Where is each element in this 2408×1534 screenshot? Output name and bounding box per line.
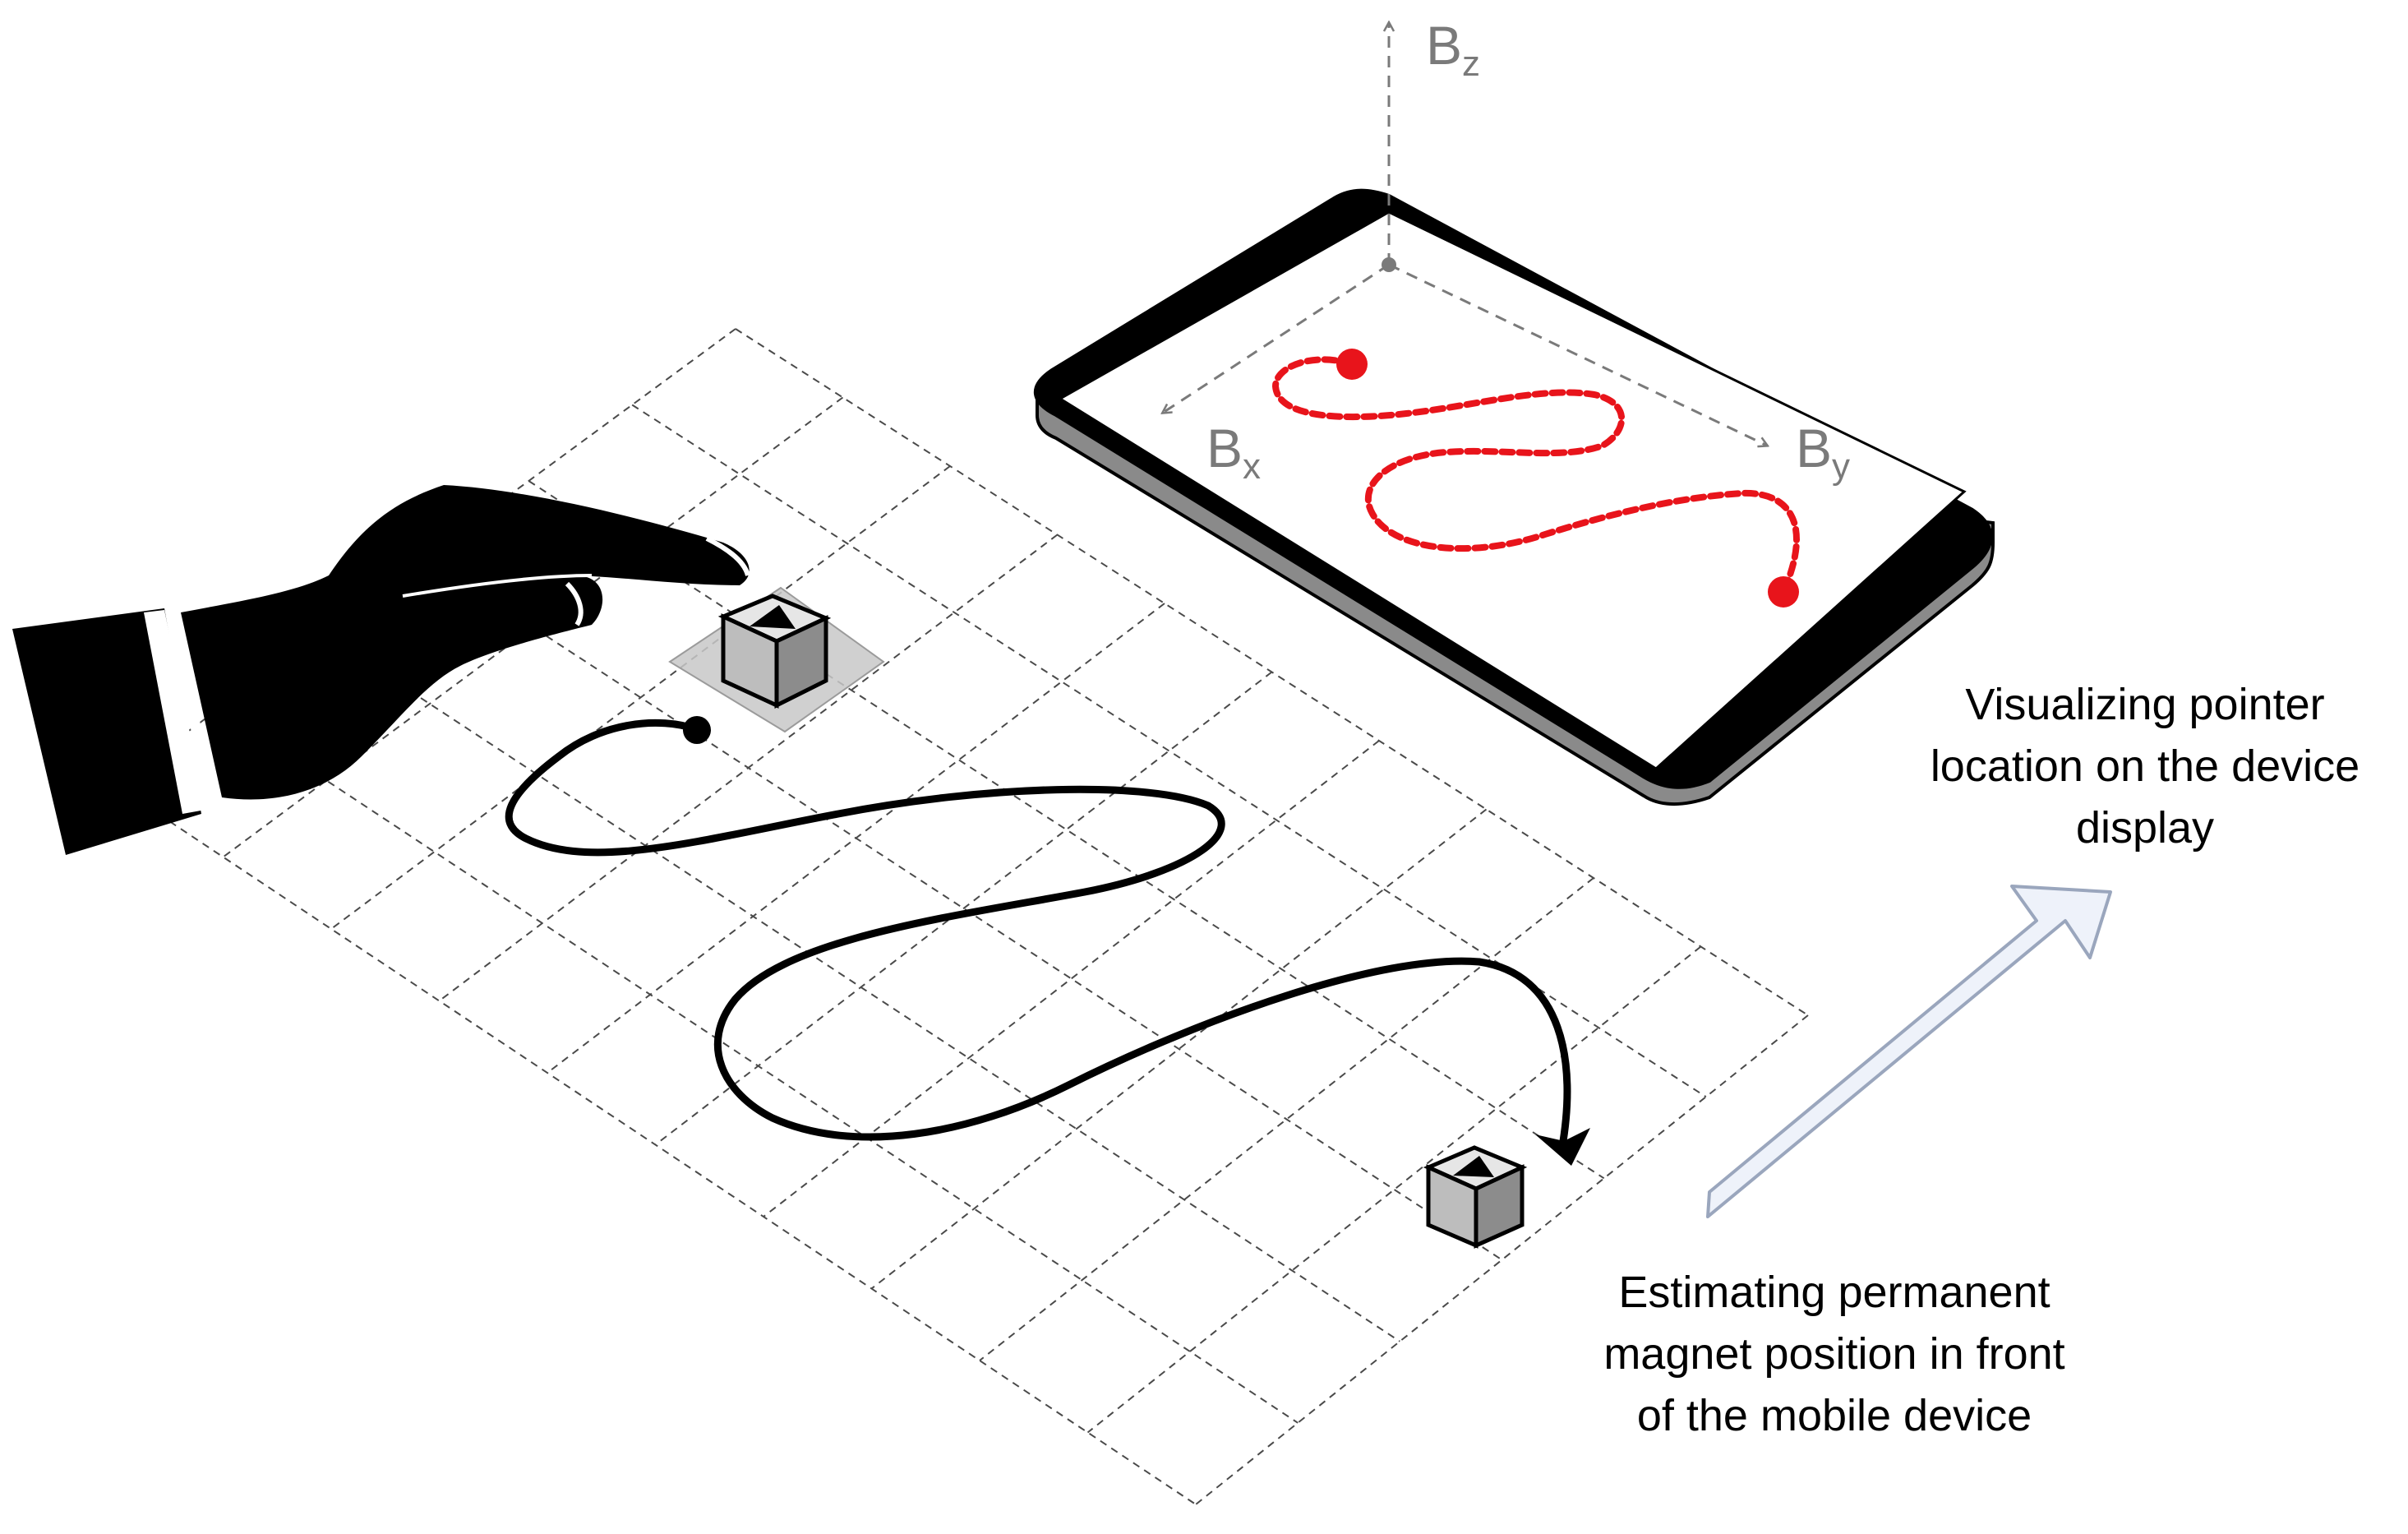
caption-display-line-2: location on the device <box>1931 742 2360 791</box>
screen-trajectory <box>1271 356 1800 595</box>
screen-start-dot <box>1336 349 1368 380</box>
hand-pointer-icon <box>12 485 750 855</box>
caption-estimate-line-2: magnet position in front <box>1603 1329 2064 1379</box>
axis-label-bz: Bz <box>1426 15 1480 84</box>
trajectory-start-dot <box>683 716 711 744</box>
caption-display-line-1: Visualizing pointer <box>1965 680 2324 729</box>
caption-display: Visualizing pointer location on the devi… <box>1931 680 2360 852</box>
caption-estimate-line-3: of the mobile device <box>1637 1391 2032 1440</box>
mobile-device-icon <box>1034 188 1995 806</box>
device-screen <box>1058 210 1967 770</box>
axis-bx <box>1163 263 1390 413</box>
field-axes <box>1163 23 1767 446</box>
direction-arrow-icon <box>1706 885 2112 1218</box>
axis-origin <box>1382 257 1396 272</box>
caption-estimate: Estimating permanent magnet position in … <box>1603 1268 2064 1440</box>
screen-end-dot <box>1768 576 1799 608</box>
axis-label-by: By <box>1796 418 1850 487</box>
magnet-cube-icon <box>717 594 832 709</box>
surface-trajectory <box>505 718 1571 1155</box>
axis-by <box>1388 263 1767 446</box>
magnet-cube-icon <box>1423 1145 1528 1249</box>
trajectory-arrowhead <box>1535 1128 1590 1166</box>
axis-label-bx: Bx <box>1206 418 1261 487</box>
caption-display-line-3: display <box>2076 803 2214 852</box>
caption-estimate-line-1: Estimating permanent <box>1618 1268 2050 1317</box>
